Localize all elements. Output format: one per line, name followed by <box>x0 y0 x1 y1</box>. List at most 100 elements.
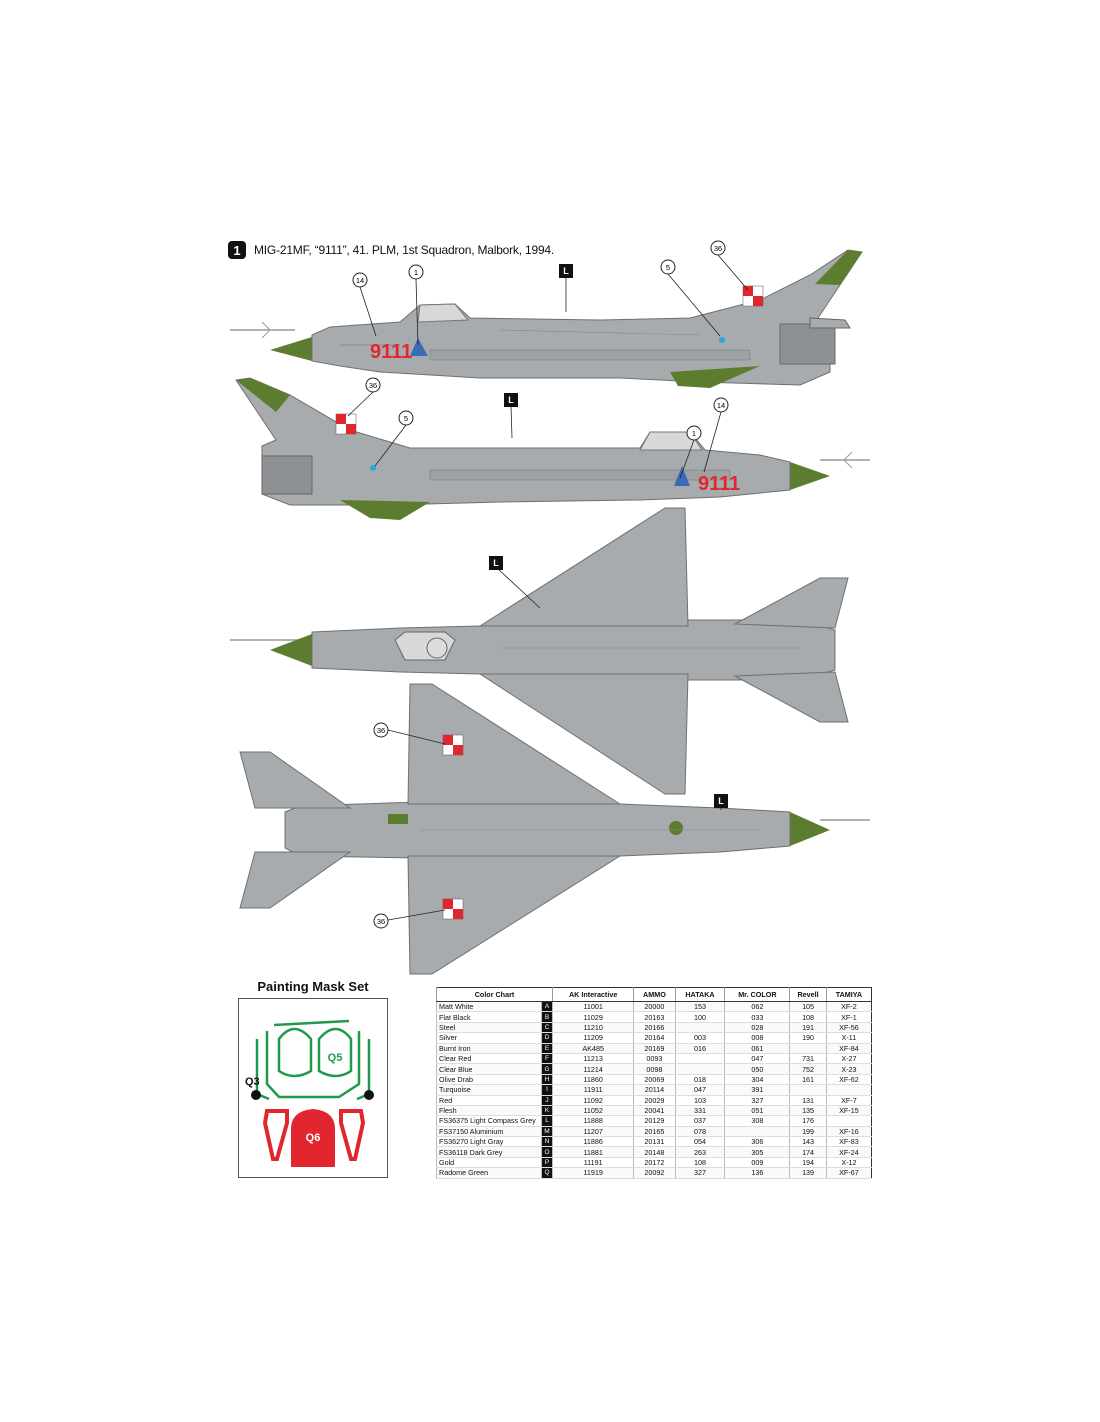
table-cell: 20114 <box>633 1084 676 1096</box>
color-code-cell: P <box>541 1157 553 1169</box>
scheme-title: MIG-21MF, “9111”, 41. PLM, 1st Squadron,… <box>254 243 555 257</box>
table-cell: 100 <box>674 1011 725 1023</box>
color-name-cell: FS36270 Light Gray <box>436 1136 542 1148</box>
svg-text:36: 36 <box>377 917 385 926</box>
table-cell <box>674 1063 725 1075</box>
radome <box>270 337 312 361</box>
serial-number-right: 9111 <box>698 473 740 495</box>
table-cell: 050 <box>724 1063 790 1075</box>
table-cell <box>789 1084 827 1096</box>
table-cell: 108 <box>789 1011 827 1023</box>
table-cell: 061 <box>724 1043 790 1054</box>
table-cell: 327 <box>724 1095 790 1106</box>
table-cell: 131 <box>789 1095 827 1106</box>
profile-right-view: 9111 <box>235 377 870 520</box>
column-header: AK Interactive <box>551 987 634 1002</box>
color-name-cell: Clear Blue <box>436 1063 542 1075</box>
table-cell <box>825 1084 872 1096</box>
color-name-cell: FS36118 Dark Grey <box>436 1146 542 1158</box>
table-cell: XF-83 <box>825 1136 872 1148</box>
color-code-cell: E <box>541 1043 553 1054</box>
table-cell: 11860 <box>551 1074 634 1086</box>
mask-label-q3: Q3 <box>245 1076 260 1088</box>
table-cell: 135 <box>789 1105 827 1117</box>
table-cell: 391 <box>724 1084 790 1096</box>
color-code-cell: F <box>541 1053 553 1065</box>
callout-36: 36 <box>373 722 389 738</box>
color-code-cell: O <box>541 1146 553 1158</box>
svg-text:36: 36 <box>377 726 385 735</box>
column-header: TAMIYA <box>825 987 872 1002</box>
table-cell: 176 <box>789 1115 827 1127</box>
color-name-cell: Burnt Iron <box>436 1043 542 1054</box>
table-cell <box>674 1022 725 1034</box>
aircraft-views: 9111 9111 <box>230 240 870 975</box>
table-cell: XF-56 <box>825 1022 872 1034</box>
color-name-cell: FS36375 Light Compass Grey <box>436 1115 542 1127</box>
table-cell: 054 <box>674 1136 725 1148</box>
table-cell: XF-1 <box>825 1011 872 1023</box>
color-name-cell: Silver <box>436 1032 542 1044</box>
column-header: HATAKA <box>674 987 725 1002</box>
table-cell: 105 <box>789 1001 827 1013</box>
color-code-cell: A <box>541 1001 553 1013</box>
mask-set-panel: Q5 Q3 Q6 <box>238 998 388 1178</box>
svg-text:L: L <box>563 266 569 276</box>
callout-5: 5 <box>660 259 676 275</box>
column-header: AMMO <box>633 987 676 1002</box>
table-cell: 11886 <box>551 1136 634 1148</box>
table-cell: 11210 <box>551 1022 634 1034</box>
table-cell <box>724 1126 790 1138</box>
color-code-cell: H <box>541 1074 553 1086</box>
profile-left-view: 9111 <box>230 249 863 388</box>
table-cell: 327 <box>674 1167 725 1179</box>
table-cell: 20169 <box>633 1043 676 1054</box>
svg-text:1: 1 <box>414 268 418 277</box>
table-cell: 20172 <box>633 1157 676 1169</box>
table-cell: 028 <box>724 1022 790 1034</box>
table-cell: 11214 <box>551 1063 634 1075</box>
svg-text:1: 1 <box>692 429 696 438</box>
table-cell: 20131 <box>633 1136 676 1148</box>
table-cell <box>674 1053 725 1065</box>
table-cell: 136 <box>724 1167 790 1179</box>
color-code-badge: L <box>504 393 518 407</box>
table-cell: 20163 <box>633 1011 676 1023</box>
color-code-cell: J <box>541 1095 553 1106</box>
color-code-cell: B <box>541 1011 553 1023</box>
table-cell: 306 <box>724 1136 790 1148</box>
svg-text:5: 5 <box>404 414 408 423</box>
table-cell: 199 <box>789 1126 827 1138</box>
table-cell: 003 <box>674 1032 725 1044</box>
table-cell: 308 <box>724 1115 790 1127</box>
table-cell: 20069 <box>633 1074 676 1086</box>
table-cell: 0098 <box>633 1063 676 1075</box>
table-cell: 194 <box>789 1157 827 1169</box>
table-cell: 103 <box>674 1095 725 1106</box>
table-cell: XF-62 <box>825 1074 872 1086</box>
scheme-number-badge: 1 <box>228 241 246 259</box>
table-cell: 20092 <box>633 1167 676 1179</box>
table-cell: 051 <box>724 1105 790 1117</box>
color-code-cell: Q <box>541 1167 553 1179</box>
table-cell: XF-24 <box>825 1146 872 1158</box>
callout-1: 1 <box>408 264 424 280</box>
color-name-cell: Turquoise <box>436 1084 542 1096</box>
table-cell: XF-7 <box>825 1095 872 1106</box>
mask-label-q6: Q6 <box>306 1132 321 1144</box>
color-name-cell: Radome Green <box>436 1167 542 1179</box>
table-cell: XF-16 <box>825 1126 872 1138</box>
table-cell: 139 <box>789 1167 827 1179</box>
table-cell: XF-2 <box>825 1001 872 1013</box>
color-code-cell: K <box>541 1105 553 1117</box>
table-cell: 20029 <box>633 1095 676 1106</box>
table-cell: 20164 <box>633 1032 676 1044</box>
svg-text:L: L <box>493 558 499 568</box>
color-code-cell: I <box>541 1084 553 1096</box>
color-name-cell: Clear Red <box>436 1053 542 1065</box>
svg-text:L: L <box>718 796 724 806</box>
